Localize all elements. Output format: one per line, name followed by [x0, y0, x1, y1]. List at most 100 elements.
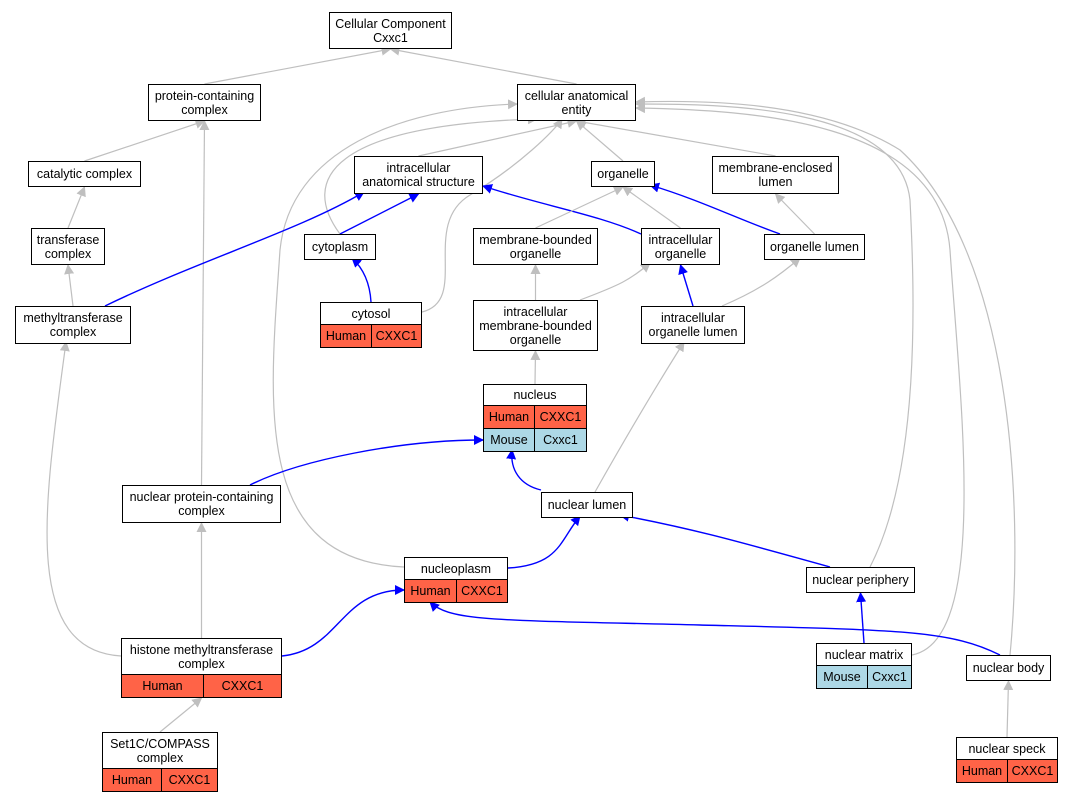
node-label: intracellular membrane-bounded organelle [479, 304, 592, 347]
edge-cytosol-to-cytoplasm [351, 257, 372, 303]
edge-histone-methyltransferase-complex-to-methyltransferase-complex [46, 341, 122, 657]
node-membrane-enclosed-lumen[interactable]: membrane-enclosed lumen [712, 156, 839, 194]
gene-symbol: Cxxc1 [534, 429, 586, 451]
edge-membrane-enclosed-lumen-to-cellular-anatomical-entity [575, 117, 776, 157]
node-label: cellular anatomical entity [524, 88, 629, 117]
node-label: methyltransferase complex [23, 311, 123, 339]
species-name: Mouse [490, 433, 528, 447]
edge-nuclear-protein-containing-complex-to-protein-containing-complex [199, 120, 210, 486]
edge-intracellular-membrane-bounded-organelle-to-intracellular-organelle [579, 262, 651, 301]
node-label: Cellular Component Cxxc1 [335, 16, 446, 45]
node-label: histone methyltransferase complex [129, 642, 274, 671]
edge-nuclear-periphery-to-cellular-anatomical-entity [635, 99, 914, 568]
edge-nuclear-body-to-nucleoplasm [429, 601, 1001, 656]
edge-nuclear-speck-to-nuclear-body [1003, 680, 1014, 738]
gene-symbol: Cxxc1 [867, 666, 911, 688]
edge-intracellular-organelle-to-intracellular-anatomical-structure [482, 184, 642, 235]
node-label: nucleus [513, 388, 557, 402]
species-name: Mouse [823, 670, 861, 684]
node-organelle[interactable]: organelle [591, 161, 655, 187]
node-label: cytosol [351, 306, 391, 321]
node-transferase-complex[interactable]: transferase complex [31, 228, 105, 265]
node-cytoplasm[interactable]: cytoplasm [304, 234, 376, 260]
edge-intracellular-organelle-to-organelle [622, 186, 681, 229]
edge-set1c-compass-complex-to-histone-methyltransferase-complex [159, 697, 203, 733]
node-intracellular-organelle-lumen[interactable]: intracellular organelle lumen [641, 306, 745, 344]
species-row-human: Human CXXC1 [321, 324, 421, 347]
edge-methyltransferase-complex-to-transferase-complex [64, 264, 75, 307]
edge-transferase-complex-to-catalytic-complex [67, 186, 86, 229]
node-intracellular-organelle[interactable]: intracellular organelle [641, 228, 720, 265]
species-row-human: Human CXXC1 [957, 759, 1057, 782]
node-membrane-bounded-organelle[interactable]: membrane-bounded organelle [473, 228, 598, 265]
edge-intracellular-anatomical-structure-to-cellular-anatomical-entity [418, 118, 578, 157]
edge-nuclear-matrix-to-cellular-anatomical-entity [635, 103, 965, 656]
edge-protein-containing-complex-to-root [204, 45, 392, 85]
node-label: catalytic complex [36, 167, 133, 181]
node-label: nuclear speck [968, 741, 1046, 756]
edge-organelle-lumen-to-organelle [649, 182, 781, 235]
node-nuclear-lumen[interactable]: nuclear lumen [541, 492, 633, 518]
edge-organelle-lumen-to-membrane-enclosed-lumen [774, 193, 815, 235]
species-name: Human [961, 764, 1003, 778]
node-label: nucleoplasm [420, 561, 492, 576]
edge-intracellular-organelle-lumen-to-intracellular-organelle [678, 264, 694, 307]
edge-intracellular-organelle-lumen-to-organelle-lumen [721, 257, 801, 307]
species-name: Human [488, 410, 530, 424]
node-label: intracellular organelle lumen [648, 311, 738, 339]
edge-nuclear-protein-containing-complex-to-nucleus [249, 435, 484, 486]
node-nuclear-body[interactable]: nuclear body [966, 655, 1051, 681]
gene-symbol: CXXC1 [1007, 760, 1057, 782]
gene-symbol: CXXC1 [371, 325, 421, 347]
species-name: Human [325, 329, 367, 343]
node-intracellular-membrane-bounded-organelle[interactable]: intracellular membrane-bounded organelle [473, 300, 598, 351]
node-cellular-anatomical-entity[interactable]: cellular anatomical entity [517, 84, 636, 121]
edge-cytoplasm-to-intracellular-anatomical-structure [339, 193, 420, 235]
node-nuclear-protein-containing-complex[interactable]: nuclear protein-containing complex [122, 485, 281, 523]
edge-nuclear-lumen-to-nucleus [506, 449, 542, 491]
edge-nuclear-periphery-to-nuclear-lumen [619, 511, 831, 568]
node-root[interactable]: Cellular Component Cxxc1 [329, 12, 452, 49]
node-label: organelle lumen [770, 240, 859, 254]
node-organelle-lumen[interactable]: organelle lumen [764, 234, 865, 260]
node-label: Set1C/COMPASS complex [110, 736, 210, 765]
gene-symbol: CXXC1 [534, 406, 586, 428]
species-row-mouse: Mouse Cxxc1 [817, 665, 911, 688]
species-row-mouse: Mouse Cxxc1 [484, 428, 586, 451]
edge-nucleoplasm-to-cellular-anatomical-entity [272, 99, 518, 568]
edge-nuclear-body-to-cellular-anatomical-entity [635, 96, 1016, 656]
species-row-human: Human CXXC1 [484, 405, 586, 428]
node-protein-containing-complex[interactable]: protein-containing complex [148, 84, 261, 121]
species-name: Human [410, 584, 451, 598]
node-label: organelle [597, 167, 649, 181]
edge-nucleoplasm-to-nuclear-lumen [507, 515, 581, 569]
edge-cytosol-to-cellular-anatomical-entity [421, 118, 563, 313]
edge-histone-methyltransferase-complex-to-nucleoplasm [281, 585, 405, 657]
node-label: nuclear periphery [812, 573, 909, 587]
node-intracellular-anatomical-structure[interactable]: intracellular anatomical structure [354, 156, 483, 194]
node-label: transferase complex [36, 232, 100, 261]
node-methyltransferase-complex[interactable]: methyltransferase complex [15, 306, 131, 344]
node-nuclear-periphery[interactable]: nuclear periphery [806, 567, 915, 593]
edge-cellular-anatomical-entity-to-root [389, 45, 577, 85]
node-label: membrane-enclosed lumen [718, 161, 833, 189]
gene-symbol: CXXC1 [203, 675, 281, 697]
node-label: cytoplasm [311, 240, 369, 254]
node-catalytic-complex[interactable]: catalytic complex [28, 161, 141, 187]
node-label: nuclear protein-containing complex [129, 490, 274, 518]
edge-membrane-bounded-organelle-to-organelle [535, 186, 624, 229]
edge-nucleus-to-intracellular-membrane-bounded-organelle [530, 350, 541, 385]
node-label: nuclear body [972, 661, 1045, 675]
node-label: intracellular organelle [648, 232, 713, 261]
